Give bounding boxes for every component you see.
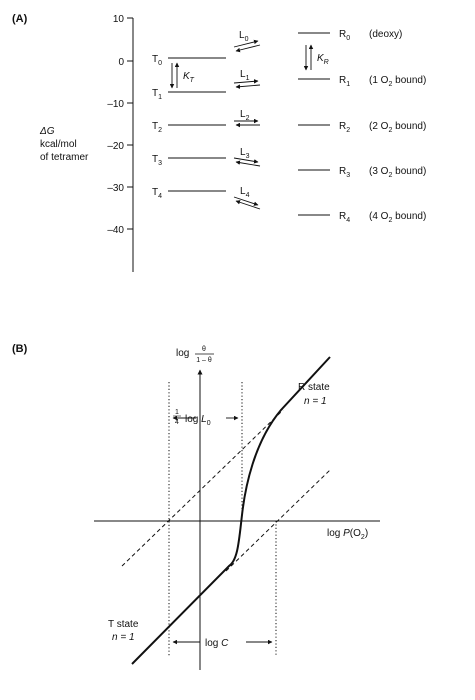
- r-levels: [298, 32, 330, 216]
- t0-label: T0: [152, 54, 162, 67]
- ylabel-theta: θ: [202, 346, 206, 353]
- l1-label: L1: [240, 69, 250, 82]
- l0-label: L0: [239, 30, 249, 43]
- t2-label: T2: [152, 121, 162, 134]
- ylabel-one-minus-theta: 1 – θ: [196, 357, 212, 364]
- l3-label: L3: [240, 147, 250, 160]
- ylabel-units-2: of tetramer: [40, 152, 89, 163]
- r1-label: R1: [339, 75, 350, 88]
- l4-arrows: [233, 196, 261, 210]
- r-state-asymptote: [121, 409, 284, 567]
- r0-desc: (deoxy): [369, 29, 402, 40]
- tick-label: –40: [107, 225, 124, 236]
- l1-arrows: [233, 79, 261, 89]
- quarter-numerator: 1: [175, 409, 179, 416]
- tick-label: 10: [113, 14, 125, 25]
- l2-label: L2: [240, 109, 250, 122]
- l4-label: L4: [240, 186, 250, 199]
- log-c-label: log C: [205, 638, 229, 649]
- r3-label: R3: [339, 166, 350, 179]
- t3-label: T3: [152, 154, 162, 167]
- r2-label: R2: [339, 121, 350, 134]
- ylabel-units: kcal/mol: [40, 139, 77, 150]
- tick-label: –20: [107, 141, 124, 152]
- r2-desc: (2 O2 bound): [369, 121, 426, 134]
- r4-desc: (4 O2 bound): [369, 211, 426, 224]
- r1-desc: (1 O2 bound): [369, 75, 426, 88]
- log-l0-label: log L0: [185, 414, 211, 427]
- t4-label: T4: [152, 187, 162, 200]
- delta-g-symbol: ΔG: [39, 126, 55, 137]
- kr-equilibrium-arrows: [303, 44, 314, 71]
- xlabel: log P(O2): [327, 528, 368, 541]
- r-state-n: n = 1: [304, 396, 327, 407]
- r4-label: R4: [339, 211, 350, 224]
- r-state-label: R state: [298, 382, 330, 393]
- tick-label: –10: [107, 99, 124, 110]
- l2-arrows: [234, 118, 260, 128]
- l3-arrows: [233, 157, 261, 167]
- ylabel-log: log: [176, 348, 189, 359]
- t-levels: [168, 57, 226, 192]
- quarter-denominator: 4: [175, 419, 179, 426]
- t1-label: T1: [152, 88, 162, 101]
- kt-equilibrium-arrows: [169, 62, 180, 89]
- t-state-n: n = 1: [112, 632, 135, 643]
- l0-arrows: [233, 39, 261, 53]
- t-state-label: T state: [108, 619, 139, 630]
- tick-label: –30: [107, 183, 124, 194]
- panel-b-label: (B): [12, 343, 28, 355]
- t-state-asymptote: [225, 469, 331, 572]
- panel-a-ticks: 10 0 –10 –20 –30 –40: [107, 14, 133, 236]
- kr-label: KR: [317, 53, 329, 66]
- tick-label: 0: [118, 57, 124, 68]
- panel-a-label: (A): [12, 13, 28, 25]
- r0-label: R0: [339, 29, 350, 42]
- kt-label: KT: [183, 71, 195, 84]
- hill-curve: [131, 356, 331, 665]
- r3-desc: (3 O2 bound): [369, 166, 426, 179]
